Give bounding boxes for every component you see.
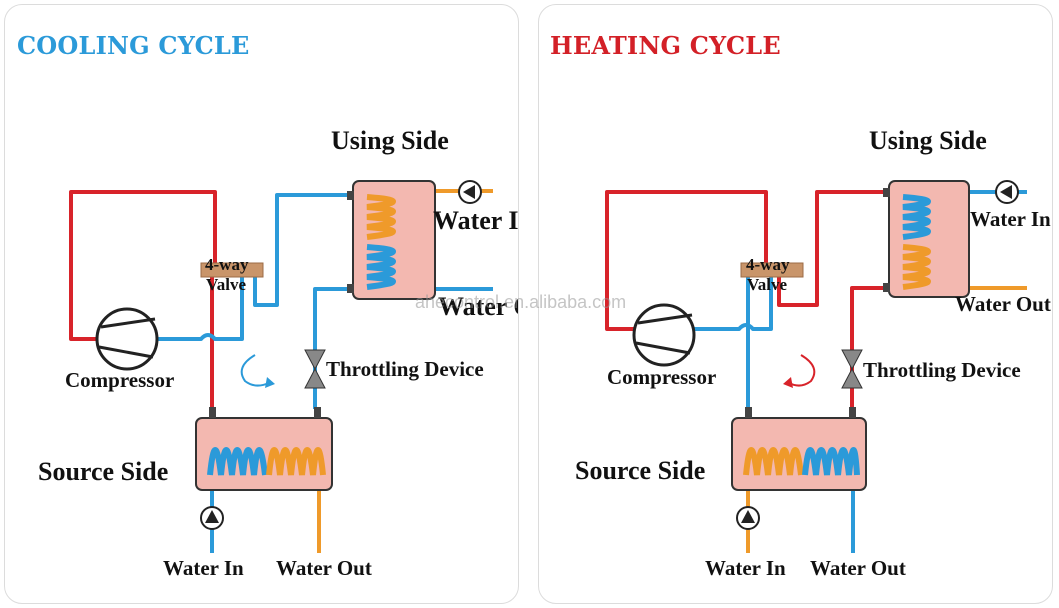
coil-icon xyxy=(802,447,860,476)
flow-direction-arrow-icon xyxy=(783,354,816,388)
four-way-valve xyxy=(200,262,264,278)
using-side-exchanger xyxy=(888,180,970,298)
using-water-in-label: Water In xyxy=(970,207,1051,231)
coil-icon xyxy=(902,244,931,290)
source-water-out-label: Water Out xyxy=(276,556,372,580)
throttle-valve-icon xyxy=(841,349,863,389)
discharge-pipe xyxy=(605,190,768,331)
pump-icon xyxy=(458,180,482,204)
discharge-pipe xyxy=(69,190,217,341)
source-side-label: Source Side xyxy=(38,457,169,486)
suction-pipe xyxy=(694,277,773,331)
heating-cycle-title: HEATING CYCLE xyxy=(550,31,781,60)
throttle-valve-icon xyxy=(304,349,326,389)
source-side-exchanger xyxy=(731,417,867,491)
using-side-label: Using Side xyxy=(869,126,987,155)
cooling-cycle-title: COOLING CYCLE xyxy=(17,31,250,60)
source-side-exchanger xyxy=(195,417,333,491)
cooling-diagram xyxy=(69,180,493,553)
valve-label-line2: Valve xyxy=(206,275,246,294)
suction-pipe xyxy=(157,277,244,341)
flow-direction-arrow-icon xyxy=(240,354,275,388)
liquid-pipe xyxy=(850,286,889,409)
compressor-label: Compressor xyxy=(607,365,717,389)
compressor-icon xyxy=(632,303,696,367)
using-water-out-label: Water Out xyxy=(438,292,518,321)
source-water-in-label: Water In xyxy=(705,556,786,580)
throttling-device-label: Throttling Device xyxy=(863,358,1021,382)
coil-icon xyxy=(266,447,326,476)
valve-to-using-pipe xyxy=(253,193,353,307)
watermark: ahecontrol.en.alibaba.com xyxy=(415,292,627,312)
using-water-out-label: Water Out xyxy=(955,292,1051,316)
pump-icon xyxy=(200,506,224,530)
cooling-cycle-panel: COOLING CYCLE xyxy=(4,4,519,604)
compressor-label: Compressor xyxy=(65,368,175,392)
compressor-icon xyxy=(95,307,159,371)
using-side-label: Using Side xyxy=(331,126,449,155)
pump-icon xyxy=(736,506,760,530)
using-water-in-label: Water In xyxy=(433,206,519,235)
hot-gas-pipe xyxy=(777,190,889,307)
heating-diagram xyxy=(605,180,1027,553)
source-water-in-label: Water In xyxy=(163,556,244,580)
throttling-device-label: Throttling Device xyxy=(326,357,484,381)
valve-label-line1: 4-way xyxy=(205,255,249,274)
four-way-valve xyxy=(740,262,804,278)
liquid-pipe xyxy=(313,287,353,409)
coil-icon xyxy=(366,244,396,290)
valve-label-line1: 4-way xyxy=(746,255,790,274)
coil-icon xyxy=(902,194,931,240)
coil-icon xyxy=(743,447,804,476)
valve-label-line2: Valve xyxy=(747,275,787,294)
pump-icon xyxy=(995,180,1019,204)
using-side-exchanger xyxy=(352,180,436,300)
coil-icon xyxy=(366,194,396,240)
heating-cycle-panel: HEATING CYCLE xyxy=(538,4,1053,604)
coil-icon xyxy=(207,447,268,476)
source-water-out-label: Water Out xyxy=(810,556,906,580)
source-side-label: Source Side xyxy=(575,456,706,485)
